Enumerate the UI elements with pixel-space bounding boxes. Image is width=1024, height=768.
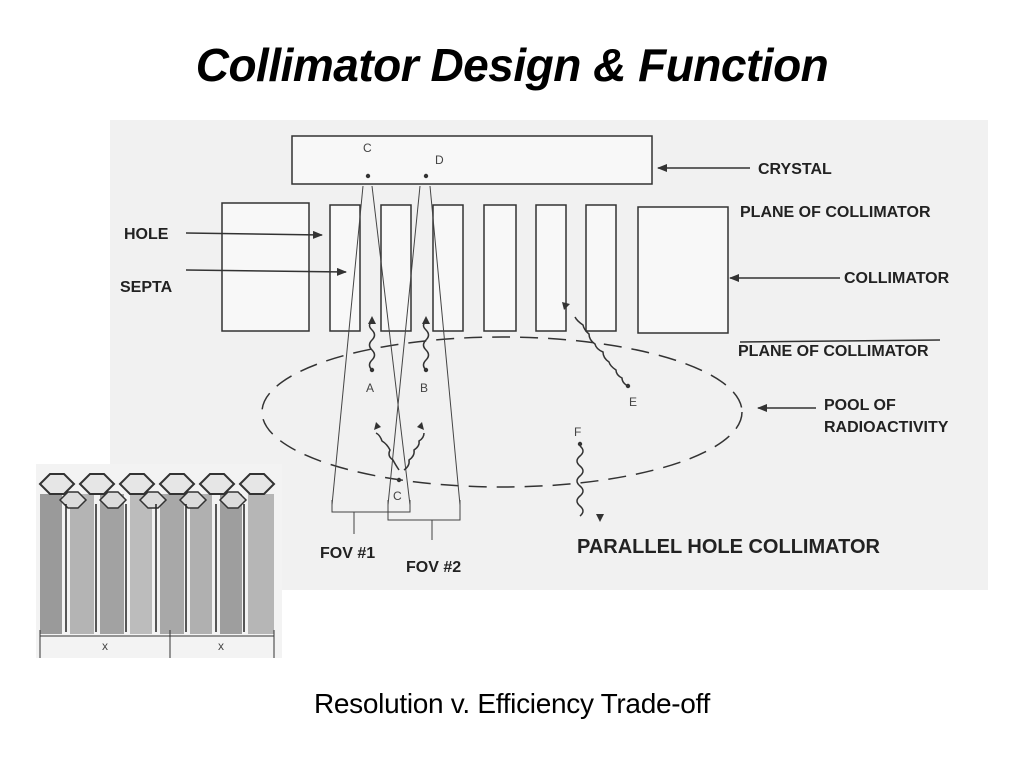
fov-1-label: FOV #1 <box>320 545 375 562</box>
point-a-label: A <box>366 381 374 395</box>
photon-tracks <box>368 316 629 517</box>
point-b-label: B <box>420 381 428 395</box>
pointer-arrows <box>185 164 941 412</box>
collimator-photo-svg: x x <box>36 464 282 658</box>
photo-column-edges <box>65 504 245 632</box>
point-c-top-dot <box>365 173 371 179</box>
point-f-dot <box>577 441 583 447</box>
pool-ellipse <box>261 336 743 488</box>
septa-block <box>637 206 729 334</box>
photo-septa-columns <box>40 494 274 634</box>
crystal-label: CRYSTAL <box>758 161 832 178</box>
plane-top-label: PLANE OF COLLIMATOR <box>740 204 931 221</box>
point-f-label: F <box>574 425 581 439</box>
collimator-septa-blocks <box>221 202 729 334</box>
septa-label: SEPTA <box>120 279 173 296</box>
fov-cones <box>331 185 461 506</box>
point-c-bottom-dot <box>396 477 402 483</box>
photo-dimension-left: x <box>102 639 108 653</box>
photon-arrowheads <box>368 302 604 522</box>
septa-block <box>380 204 412 332</box>
slide-subtitle: Resolution v. Efficiency Trade-off <box>313 688 710 719</box>
collimator-photo: x x <box>36 464 282 658</box>
point-e-dot <box>625 383 631 389</box>
hole-label: HOLE <box>124 226 169 243</box>
collimator-label: COLLIMATOR <box>844 270 950 287</box>
septa-block <box>483 204 517 332</box>
septa-block <box>585 204 617 332</box>
fov-brackets <box>331 500 461 540</box>
photo-dimension-right: x <box>218 639 224 653</box>
point-c-top-label: C <box>363 141 372 155</box>
parallel-hole-caption: PARALLEL HOLE COLLIMATOR <box>577 536 881 558</box>
photo-hex-tops <box>38 473 276 495</box>
crystal-bar <box>291 135 653 185</box>
point-d-label: D <box>435 153 444 167</box>
slide-title: Collimator Design & Function <box>195 39 829 91</box>
fov-2-label: FOV #2 <box>406 559 461 576</box>
diagram-svg: C D <box>120 135 950 576</box>
plane-bottom-label: PLANE OF COLLIMATOR <box>738 343 929 360</box>
point-c-bottom-label: C <box>393 489 402 503</box>
point-b-dot <box>423 367 429 373</box>
septa-block <box>535 204 567 332</box>
photo-dimension-lines <box>39 630 275 658</box>
pool-label-line1: POOL OF <box>824 397 896 414</box>
pool-label-line2: RADIOACTIVITY <box>824 419 949 436</box>
point-e-label: E <box>629 395 637 409</box>
septa-block <box>221 202 310 332</box>
point-d-dot <box>423 173 429 179</box>
point-a-dot <box>369 367 375 373</box>
